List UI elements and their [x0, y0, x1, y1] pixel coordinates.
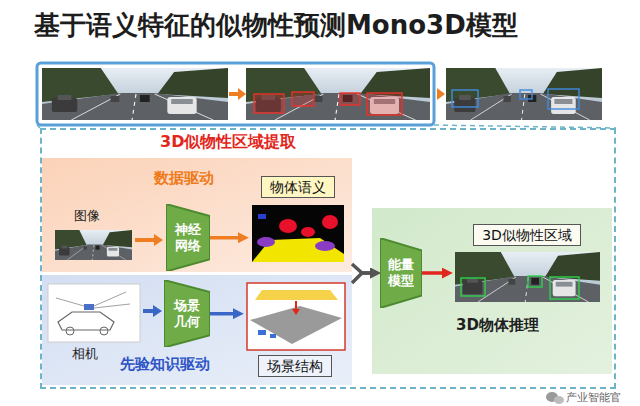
art-rect: [37, 63, 434, 125]
trapezoid-outline: [380, 238, 422, 308]
output-box: 物体语义: [248, 176, 348, 264]
trapezoid-outline: [166, 204, 210, 271]
output-box: 3D似物性区域: [452, 224, 602, 304]
art-rect: [550, 277, 579, 299]
art-polygon: [292, 309, 300, 315]
camera-sketch: [48, 284, 162, 342]
panel-fill: [372, 208, 612, 374]
art-rect: [461, 278, 485, 296]
box-label: 场景结构: [258, 355, 332, 377]
art-use: [446, 68, 602, 120]
art-path: [255, 290, 338, 300]
art-rect: [270, 334, 276, 338]
art-polygon: [238, 88, 246, 100]
art-rect: [84, 304, 94, 310]
box-label: 物体语义: [261, 176, 335, 198]
art-ellipse: [322, 215, 338, 229]
panel-heading: 数据驱动: [154, 169, 214, 188]
art-rect: [520, 90, 532, 99]
art-path: [56, 292, 130, 308]
art-use: [55, 230, 132, 260]
panel-heading: 3D物体推理: [456, 316, 539, 335]
art-ellipse: [315, 241, 335, 251]
top-strip: [37, 63, 616, 128]
art-rect: [340, 93, 360, 105]
art-rect: [258, 330, 266, 335]
process-label: 场景 几何: [173, 298, 202, 329]
art-ellipse: [554, 396, 564, 404]
art-rect: [292, 92, 314, 106]
art-rect: [452, 90, 478, 107]
process-label: 能量 模型: [387, 257, 416, 288]
art-g: [452, 89, 579, 109]
region-frame: 3D似物性区域提取数据驱动神经 网络 物体语义先验知识驱动 场景 几何场景结构 3D物…: [40, 128, 616, 389]
art-rect: [528, 276, 542, 287]
art-rect: [48, 284, 140, 342]
art-use: [42, 68, 228, 120]
art-ellipse: [279, 219, 297, 233]
art-rect: [367, 93, 402, 115]
art-use: [455, 252, 600, 302]
art-rect: [252, 205, 344, 262]
output-box: 场景结构: [243, 281, 347, 377]
process-trapezoid: 场景 几何: [164, 280, 210, 347]
process-trapezoid: 能量 模型: [380, 238, 422, 308]
watermark: 产业智能官: [566, 391, 621, 404]
art-g: [254, 92, 402, 115]
flow-arrow: [352, 273, 372, 283]
process-label: 神经 网络: [174, 222, 203, 253]
panel-fill: [42, 158, 352, 272]
result-image: [455, 252, 600, 302]
panel-heading: 3D似物性区域提取: [160, 132, 296, 152]
art-path: [295, 301, 297, 310]
art-g: [461, 276, 579, 299]
art-polygon: [437, 88, 445, 100]
art-path: [250, 306, 342, 344]
art-rect: [548, 89, 579, 109]
image-caption: 相机: [72, 346, 98, 362]
flow-arrow: [422, 271, 444, 275]
panel-heading: 先验知识驱动: [120, 355, 210, 374]
art-polygon: [153, 305, 162, 317]
art-rect: [258, 214, 266, 219]
art-path: [252, 238, 344, 262]
input-image: [55, 230, 163, 260]
art-path: [229, 92, 239, 96]
art-circle: [100, 327, 108, 335]
art-use: [246, 68, 430, 120]
trapezoid-outline: [164, 280, 210, 347]
inference-panel: 3D物体推理 能量 模型 3D似物性区域: [372, 208, 612, 374]
art-ellipse: [301, 227, 315, 237]
box-label: 3D似物性区域: [473, 224, 581, 246]
semantic-map: [252, 205, 344, 262]
image-caption: 图像: [74, 208, 100, 224]
diagram-title: 基于语义特征的似物性预测Mono3D模型: [34, 9, 518, 41]
flow-arrow: [210, 312, 235, 316]
art-rect: [247, 283, 345, 350]
art-circle: [66, 327, 74, 335]
panel-fill: [42, 275, 352, 385]
wechat-icon: [546, 392, 564, 404]
art-rect: [254, 94, 284, 113]
art-ellipse: [257, 237, 275, 247]
art-path: [135, 238, 155, 242]
scene-structure: [247, 283, 345, 350]
flow-arrow: [210, 236, 240, 240]
art-path: [143, 309, 154, 313]
process-trapezoid: 神经 网络: [166, 204, 210, 271]
prior-panel: 先验知识驱动 场景 几何场景结构: [42, 275, 352, 385]
art-polygon: [154, 234, 163, 246]
